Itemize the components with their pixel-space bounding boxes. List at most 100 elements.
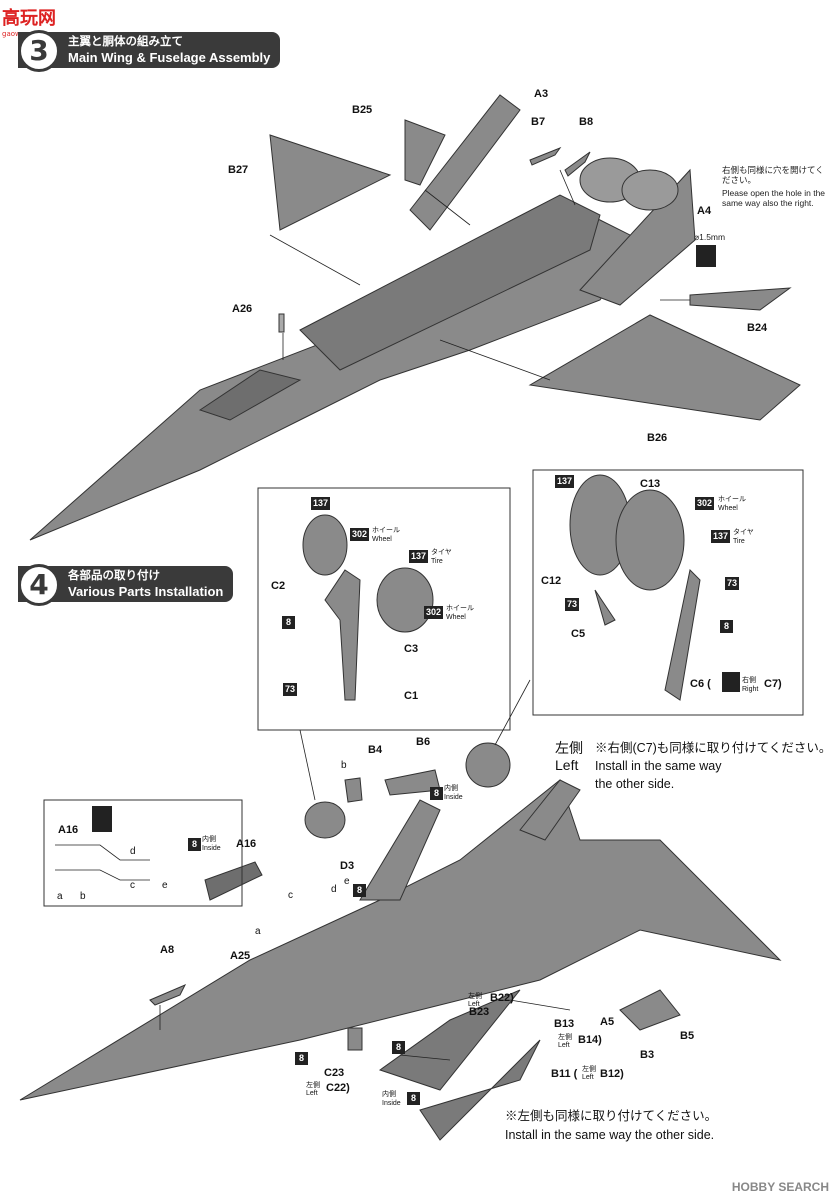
vertical-tail-left xyxy=(359,799,441,901)
right-wheel-c13 xyxy=(615,489,685,591)
part-b26-wing xyxy=(528,314,801,421)
left-en-c22: Left xyxy=(306,1090,318,1097)
bottom-note-en: Install in the same way the other side. xyxy=(505,1128,715,1142)
label-b23: B23 xyxy=(469,1006,490,1018)
inside-jp-b6: 内側 xyxy=(444,785,458,792)
label-c1: C1 xyxy=(404,690,419,702)
part-b7 xyxy=(529,146,562,166)
step3-number: 3 xyxy=(18,30,60,72)
label-c13: C13 xyxy=(640,478,661,490)
drill-icon xyxy=(696,245,716,267)
inside-jp-b11: 内側 xyxy=(382,1091,396,1098)
label-c3: C3 xyxy=(404,643,419,655)
left-wheel-c2 xyxy=(302,514,348,576)
leader-b13 xyxy=(509,999,571,1011)
step4-title-jp: 各部品の取り付け xyxy=(68,570,160,582)
label-b5: B5 xyxy=(680,1030,695,1042)
nose-gear-wheel xyxy=(304,801,346,839)
paint-8-right: 8 xyxy=(720,620,733,633)
paint-73-right-a: 73 xyxy=(725,577,740,590)
part-b27-wing xyxy=(269,134,392,231)
label-a25: A25 xyxy=(230,950,251,962)
step3-title-en: Main Wing & Fuselage Assembly xyxy=(68,50,271,65)
paint-302-right: 302 xyxy=(695,497,715,510)
leader-right-box xyxy=(494,679,531,746)
label-b22: B22) xyxy=(490,992,514,1004)
label-a16: A16 xyxy=(236,838,257,850)
label-a4: A4 xyxy=(697,205,712,217)
diagram-d: d xyxy=(130,846,136,857)
label-b25: B25 xyxy=(352,104,373,116)
left-jp-c22: 左側 xyxy=(306,1082,320,1089)
part-c23 xyxy=(347,1027,363,1051)
paint-8-d3: 8 xyxy=(353,884,366,897)
label-b13: B13 xyxy=(554,1018,575,1030)
paint-8-left: 8 xyxy=(282,616,295,629)
label-c5: C5 xyxy=(571,628,586,640)
brush-icon xyxy=(722,672,740,692)
left-side-en: Left xyxy=(555,757,579,773)
paint-73-left: 73 xyxy=(283,683,298,696)
install-note-en2: the other side. xyxy=(595,777,675,791)
label-a5: A5 xyxy=(600,1016,615,1028)
paint-302-left-a: 302 xyxy=(350,528,370,541)
leader-b25 xyxy=(424,189,471,226)
part-b23 xyxy=(378,989,521,1091)
diagram-b: b xyxy=(80,891,86,902)
label-b26: B26 xyxy=(647,432,668,444)
paint-302-left-b: 302 xyxy=(424,606,444,619)
paint-137-right-b: 137 xyxy=(711,530,731,543)
tire-jp-left: タイヤ xyxy=(431,549,452,556)
right-strut-c6 xyxy=(664,568,701,701)
label-b12: B12) xyxy=(600,1068,624,1080)
step3-banner: 主翼と胴体の組み立て Main Wing & Fuselage Assembly xyxy=(18,32,281,68)
paint-8-a16: 8 xyxy=(188,838,201,851)
leader-left-box xyxy=(299,729,316,801)
hole-note-en: Please open the hole in the same way als… xyxy=(722,188,826,208)
wheel-en-left-b: Wheel xyxy=(446,614,466,621)
engine-nozzle-2 xyxy=(621,169,679,211)
wheel-jp-right: ホイール xyxy=(718,496,746,503)
tire-en-right: Tire xyxy=(733,538,745,545)
paint-8-c23: 8 xyxy=(295,1052,308,1065)
paint-137-left-a: 137 xyxy=(311,497,331,510)
label-b4: B4 xyxy=(368,744,383,756)
part-b xyxy=(344,777,363,803)
part-a16-detail xyxy=(204,861,263,901)
paint-8-b23: 8 xyxy=(392,1041,405,1054)
left-side-jp: 左側 xyxy=(555,740,583,756)
label-a26: A26 xyxy=(232,303,253,315)
label-e: e xyxy=(344,876,350,887)
inside-en-a16: Inside xyxy=(202,845,221,852)
bottom-note-jp: ※左側も同様に取り付けてください。 xyxy=(505,1109,718,1123)
label-b7: B7 xyxy=(531,116,546,128)
label-c2: C2 xyxy=(271,580,286,592)
part-b24 xyxy=(689,287,792,311)
label-c23: C23 xyxy=(324,1067,345,1079)
hobby-search-watermark: HOBBY SEARCH xyxy=(731,1180,829,1194)
left-en-b22: Left xyxy=(468,1001,480,1008)
part-c5 xyxy=(594,589,616,626)
label-a3: A3 xyxy=(534,88,549,100)
vertical-tail-right xyxy=(519,779,581,841)
label-b8: B8 xyxy=(579,116,594,128)
step4-title-en: Various Parts Installation xyxy=(68,584,224,599)
inside-en-b6: Inside xyxy=(444,794,463,801)
cockpit xyxy=(198,369,302,421)
right-gear-box xyxy=(532,469,804,716)
label-a8: A8 xyxy=(160,944,175,956)
diagram-e: e xyxy=(162,880,168,891)
install-note-en1: Install in the same way xyxy=(595,759,722,773)
part-a3-tail xyxy=(409,94,521,231)
paint-73-right-b: 73 xyxy=(565,598,580,611)
a16-diagram-box xyxy=(43,799,243,907)
decal-icon xyxy=(92,806,112,832)
step4-number: 4 xyxy=(18,564,60,606)
label-c22: C22) xyxy=(326,1082,350,1094)
part-a8 xyxy=(149,984,187,1006)
tire-en-left: Tire xyxy=(431,558,443,565)
label-c12: C12 xyxy=(541,575,562,587)
paint-137-left-b: 137 xyxy=(409,550,429,563)
label-c7: C7) xyxy=(764,678,782,690)
main-gear-wheel xyxy=(465,742,511,788)
